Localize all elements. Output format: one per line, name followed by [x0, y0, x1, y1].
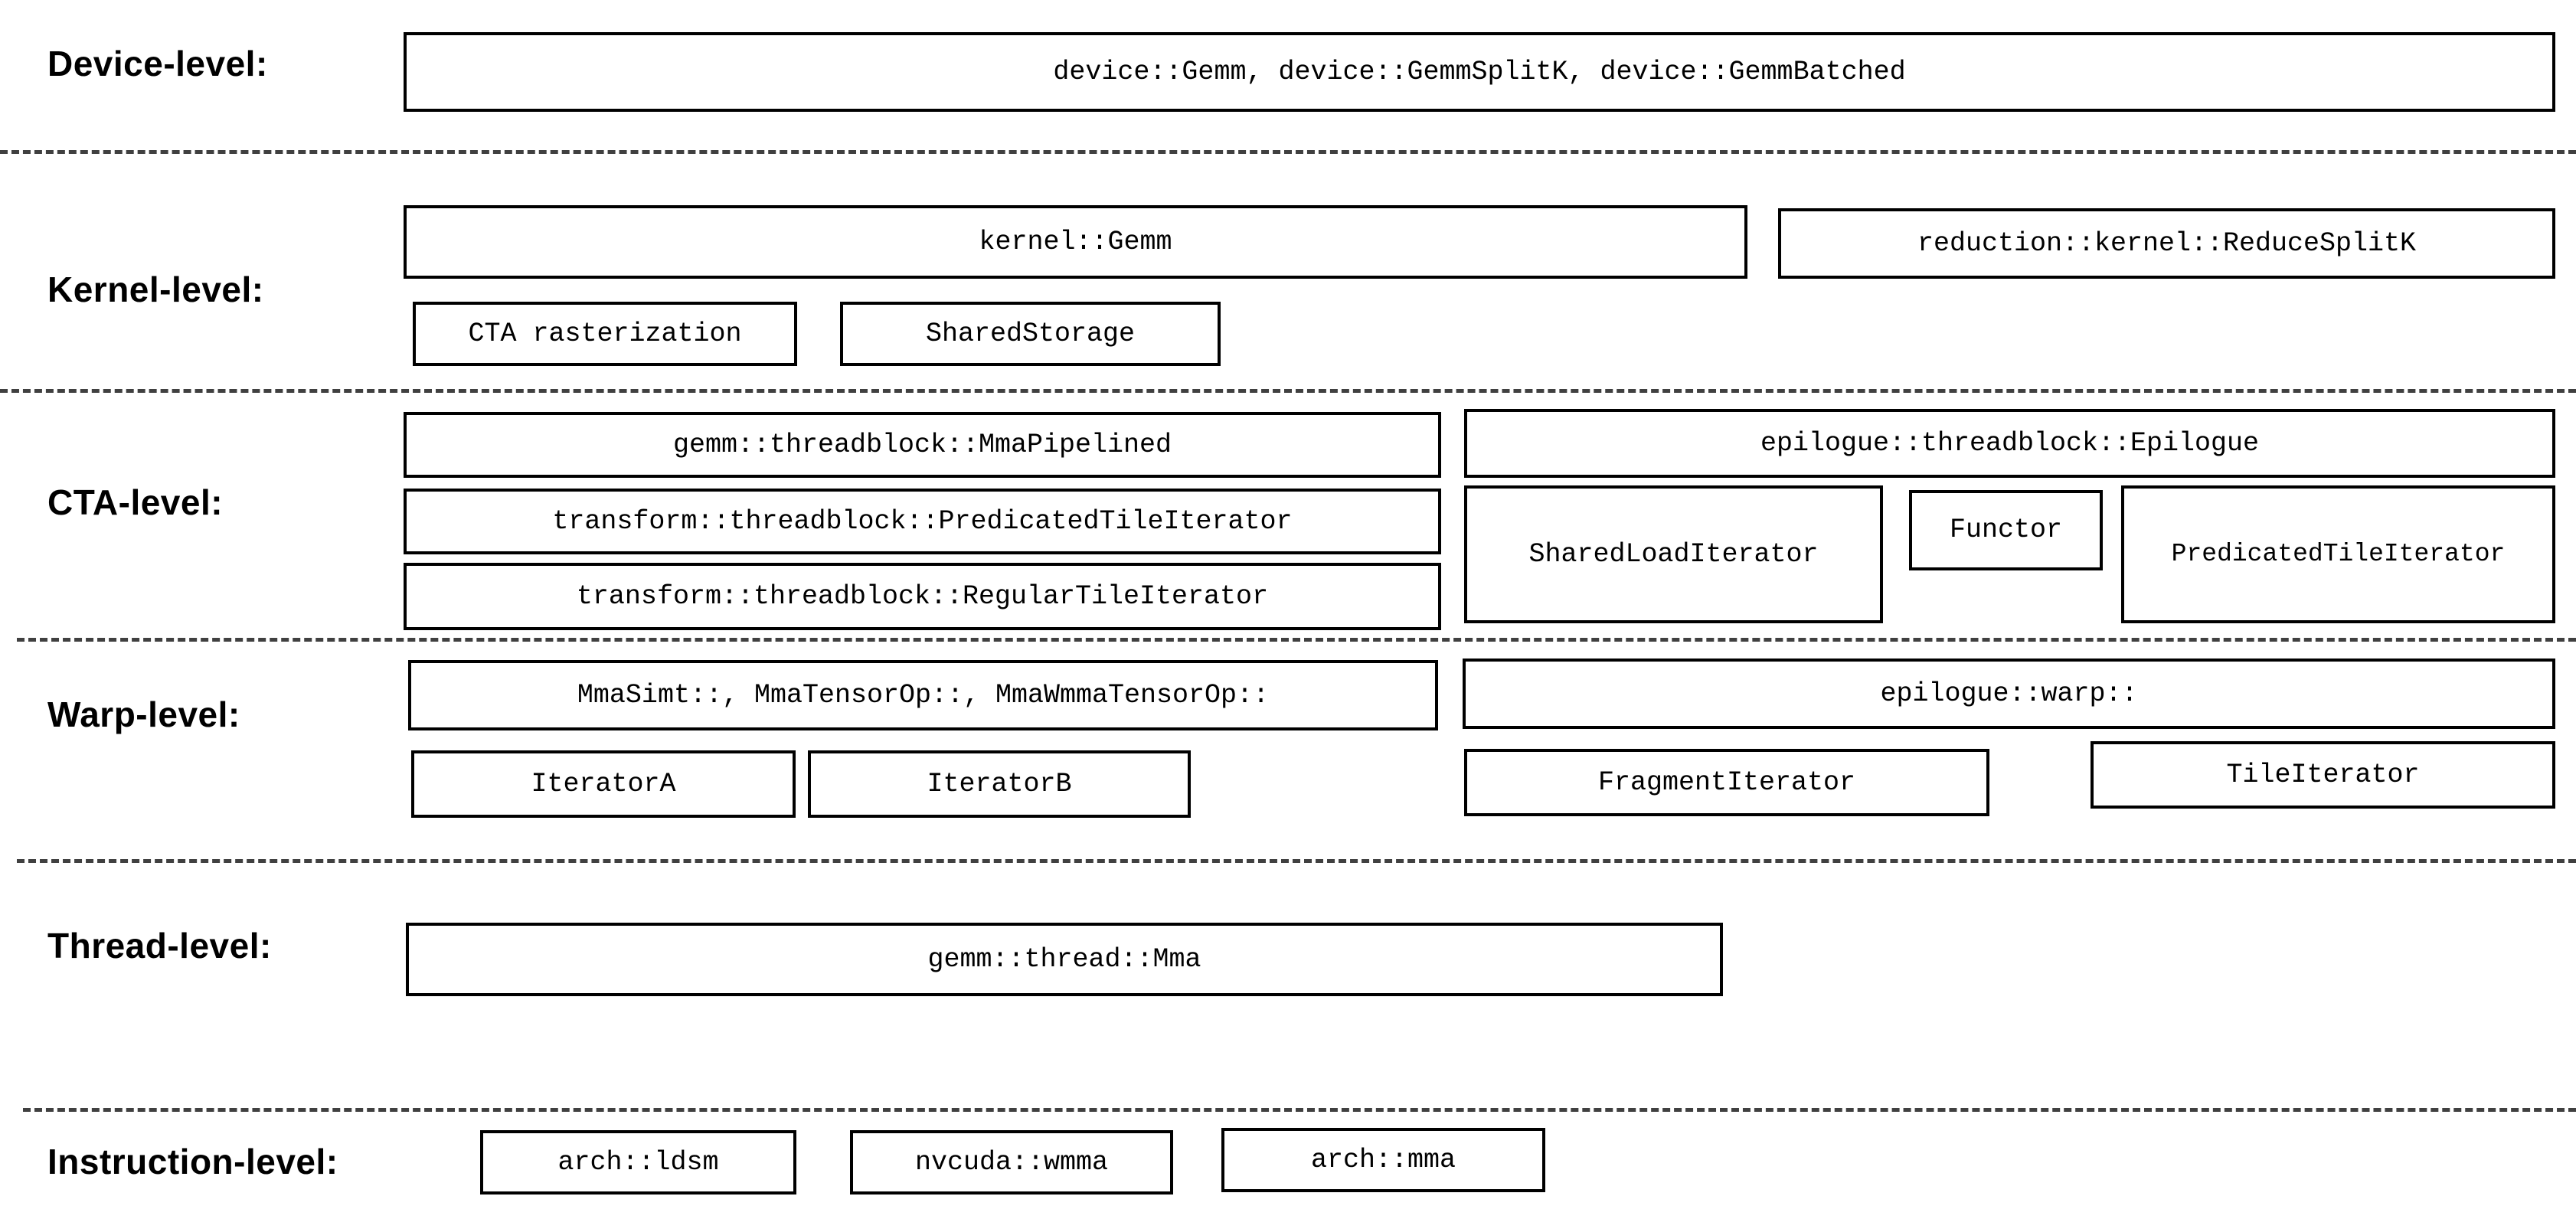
box-kernel-reducesplitk[interactable]: reduction::kernel::ReduceSplitK — [1778, 208, 2555, 279]
divider-device-kernel — [0, 150, 2576, 154]
divider-cta-warp — [17, 638, 2576, 642]
box-kernel-cta-rasterization-label: CTA rasterization — [468, 318, 742, 349]
box-kernel-cta-rasterization[interactable]: CTA rasterization — [413, 302, 797, 366]
level-label-warp: Warp-level: — [47, 694, 240, 734]
box-cta-sharedloaditerator[interactable]: SharedLoadIterator — [1464, 485, 1883, 623]
level-label-thread: Thread-level: — [47, 926, 272, 966]
box-warp-iterator-b-label: IteratorB — [927, 768, 1072, 799]
box-instruction-ldsm[interactable]: arch::ldsm — [480, 1130, 796, 1194]
box-cta-regular-tile-iterator-label: transform::threadblock::RegularTileItera… — [576, 580, 1269, 612]
box-cta-epilogue-predicated-tile-iterator-label: PredicatedTileIterator — [2171, 539, 2506, 568]
divider-thread-instruction — [23, 1108, 2576, 1112]
box-cta-functor[interactable]: Functor — [1909, 490, 2103, 570]
box-warp-mma-ops[interactable]: MmaSimt::, MmaTensorOp::, MmaWmmaTensorO… — [408, 660, 1438, 730]
box-warp-epilogue[interactable]: epilogue::warp:: — [1463, 659, 2555, 729]
box-thread-mma[interactable]: gemm::thread::Mma — [406, 923, 1723, 996]
box-device-gemm-label: device::Gemm, device::GemmSplitK, device… — [1053, 56, 1906, 87]
box-warp-tile-iterator-label: TileIterator — [2226, 759, 2420, 790]
box-cta-mmapipelined-label: gemm::threadblock::MmaPipelined — [672, 429, 1172, 460]
box-cta-epilogue-predicated-tile-iterator[interactable]: PredicatedTileIterator — [2121, 485, 2555, 623]
box-cta-epilogue-label: epilogue::threadblock::Epilogue — [1760, 427, 2260, 459]
box-warp-epilogue-label: epilogue::warp:: — [1880, 678, 2138, 709]
box-instruction-mma[interactable]: arch::mma — [1221, 1128, 1545, 1192]
level-label-cta: CTA-level: — [47, 482, 224, 522]
box-kernel-sharedstorage[interactable]: SharedStorage — [840, 302, 1221, 366]
box-instruction-wmma-label: nvcuda::wmma — [914, 1146, 1109, 1178]
box-cta-predicated-tile-iterator[interactable]: transform::threadblock::PredicatedTileIt… — [404, 489, 1441, 554]
box-cta-epilogue[interactable]: epilogue::threadblock::Epilogue — [1464, 409, 2555, 478]
box-kernel-gemm[interactable]: kernel::Gemm — [404, 205, 1747, 279]
box-kernel-sharedstorage-label: SharedStorage — [925, 318, 1136, 349]
level-label-kernel: Kernel-level: — [47, 270, 264, 309]
box-kernel-gemm-label: kernel::Gemm — [979, 226, 1172, 257]
box-warp-iterator-a[interactable]: IteratorA — [411, 750, 796, 818]
box-cta-sharedloaditerator-label: SharedLoadIterator — [1528, 538, 1819, 570]
box-cta-mmapipelined[interactable]: gemm::threadblock::MmaPipelined — [404, 412, 1441, 478]
box-device-gemm[interactable]: device::Gemm, device::GemmSplitK, device… — [404, 32, 2555, 112]
box-cta-predicated-tile-iterator-label: transform::threadblock::PredicatedTileIt… — [552, 505, 1293, 537]
box-cta-functor-label: Functor — [1949, 515, 2063, 546]
box-warp-iterator-a-label: IteratorA — [531, 768, 676, 799]
box-warp-tile-iterator[interactable]: TileIterator — [2091, 741, 2555, 809]
box-warp-fragment-iterator-label: FragmentIterator — [1597, 766, 1856, 798]
box-cta-regular-tile-iterator[interactable]: transform::threadblock::RegularTileItera… — [404, 563, 1441, 630]
box-warp-mma-ops-label: MmaSimt::, MmaTensorOp::, MmaWmmaTensorO… — [577, 679, 1270, 711]
box-instruction-ldsm-label: arch::ldsm — [557, 1146, 719, 1178]
box-warp-fragment-iterator[interactable]: FragmentIterator — [1464, 749, 1989, 816]
level-label-device: Device-level: — [47, 44, 268, 83]
divider-kernel-cta — [0, 389, 2576, 393]
divider-warp-thread — [17, 859, 2576, 863]
box-instruction-mma-label: arch::mma — [1310, 1144, 1456, 1175]
box-instruction-wmma[interactable]: nvcuda::wmma — [850, 1130, 1173, 1194]
level-label-instruction: Instruction-level: — [47, 1142, 338, 1181]
box-thread-mma-label: gemm::thread::Mma — [927, 943, 1201, 975]
box-warp-iterator-b[interactable]: IteratorB — [808, 750, 1191, 818]
box-kernel-reducesplitk-label: reduction::kernel::ReduceSplitK — [1917, 227, 2417, 259]
